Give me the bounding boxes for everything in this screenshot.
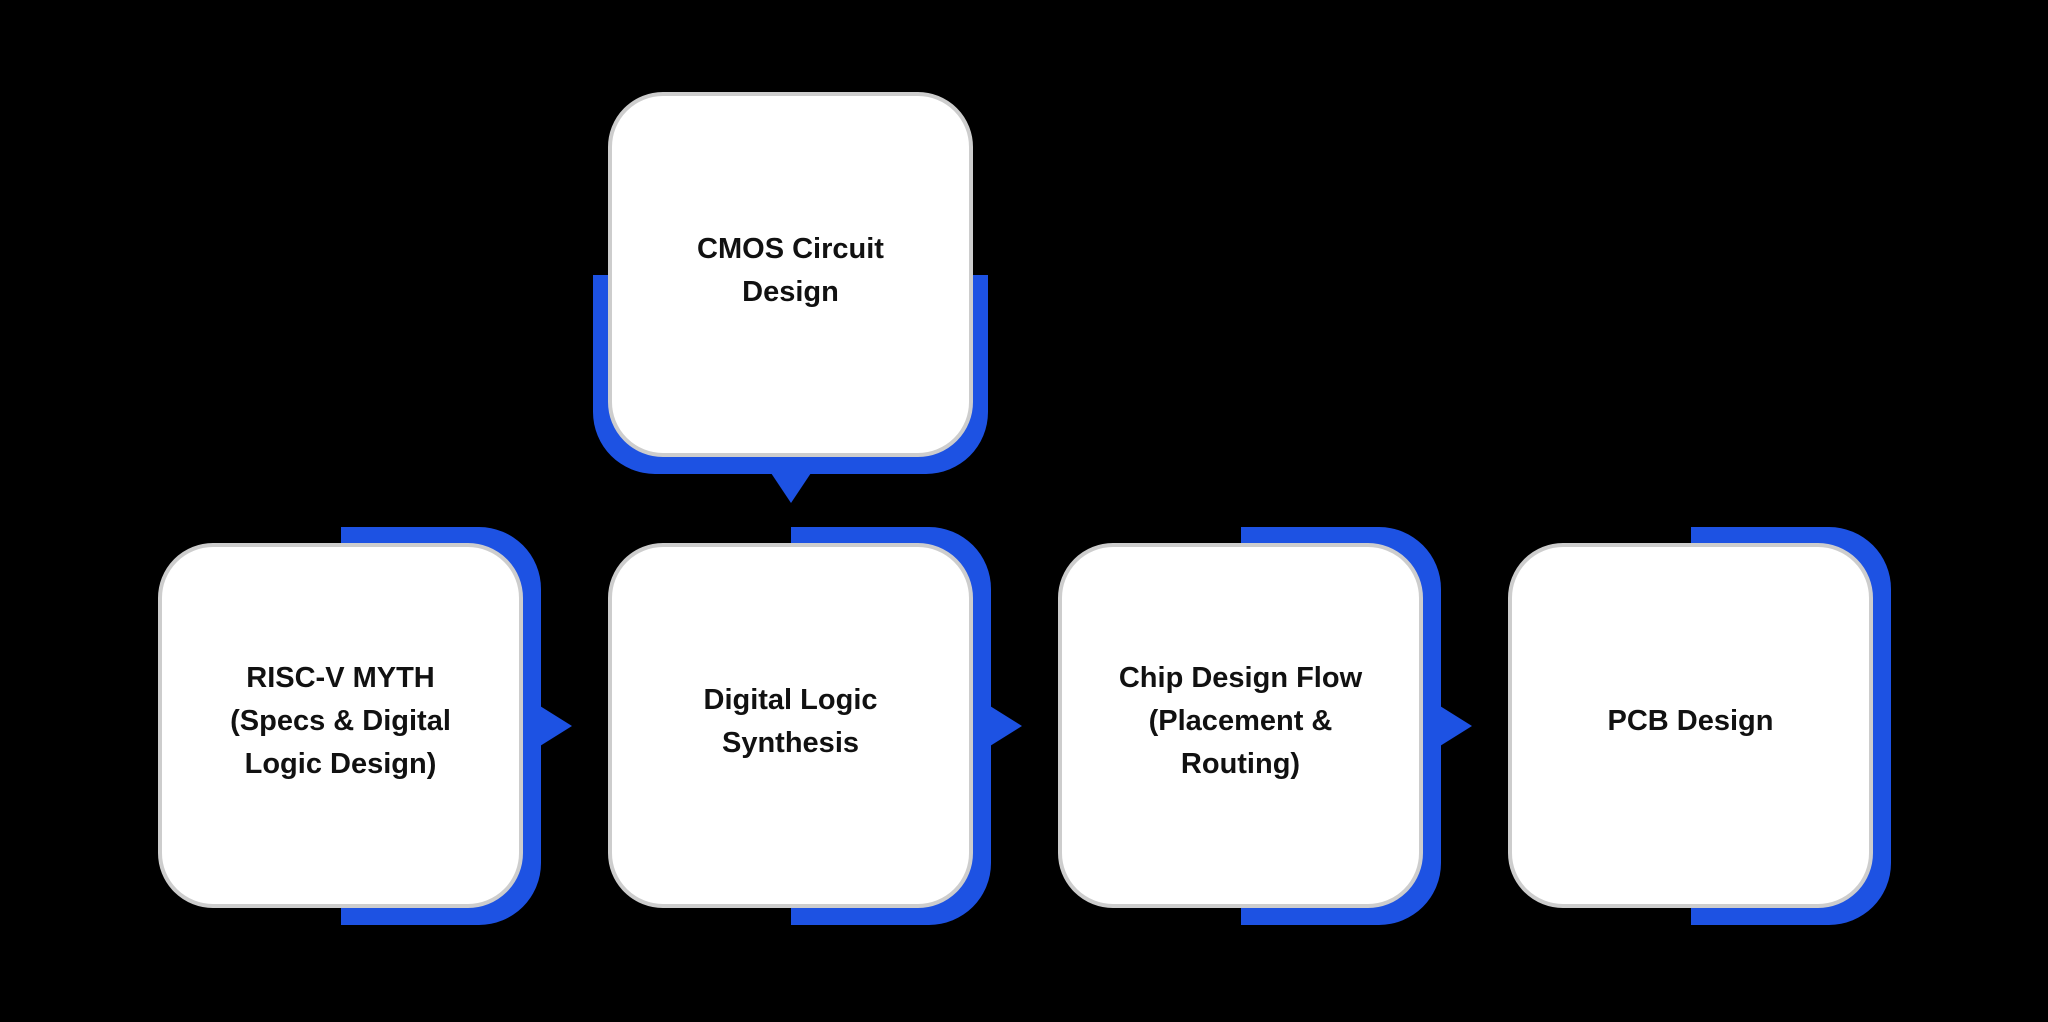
node-pcb-design: PCB Design xyxy=(1508,527,1891,925)
node-card: RISC-V MYTH (Specs & Digital Logic Desig… xyxy=(158,543,523,908)
node-card: Chip Design Flow (Placement & Routing) xyxy=(1058,543,1423,908)
node-risc-v-myth: RISC-V MYTH (Specs & Digital Logic Desig… xyxy=(158,527,572,925)
arrow-right-icon xyxy=(540,705,572,746)
node-label: CMOS Circuit Design xyxy=(697,232,884,308)
node-label: RISC-V MYTH (Specs & Digital Logic Desig… xyxy=(230,662,451,780)
arrow-right-icon xyxy=(990,705,1022,746)
node-card: PCB Design xyxy=(1508,543,1873,908)
node-cmos-circuit-design: CMOS Circuit Design xyxy=(593,92,988,503)
arrow-right-icon xyxy=(1440,705,1472,746)
node-card: Digital Logic Synthesis xyxy=(608,543,973,908)
node-card: CMOS Circuit Design xyxy=(608,92,973,457)
node-digital-logic-synthesis: Digital Logic Synthesis xyxy=(608,527,1022,925)
node-label: Digital Logic Synthesis xyxy=(703,683,878,759)
arrow-down-icon xyxy=(770,473,811,503)
node-label: PCB Design xyxy=(1607,705,1774,737)
node-label: Chip Design Flow (Placement & Routing) xyxy=(1118,662,1363,780)
node-chip-design-flow: Chip Design Flow (Placement & Routing) xyxy=(1058,527,1472,925)
